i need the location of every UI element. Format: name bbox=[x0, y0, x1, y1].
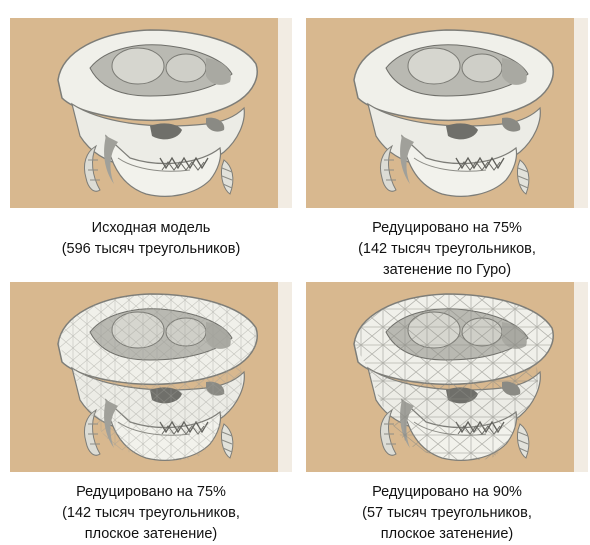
render-view bbox=[10, 18, 292, 208]
caption: Редуцировано на 75% (142 тысяч треугольн… bbox=[10, 482, 292, 545]
panel-original: Исходная модель (596 тысяч треугольников… bbox=[10, 18, 292, 260]
skull-render bbox=[10, 18, 292, 208]
caption-detail: (142 тысяч треугольников, bbox=[358, 241, 536, 257]
caption-shading: плоское затенение) bbox=[84, 526, 218, 542]
panel-reduced-90-flat: Редуцировано на 90% (57 тысяч треугольни… bbox=[306, 282, 588, 545]
render-view bbox=[306, 282, 588, 472]
caption-detail: (57 тысяч треугольников, bbox=[362, 505, 532, 521]
panel-reduced-75-gouraud: Редуцировано на 75% (142 тысяч треугольн… bbox=[306, 18, 588, 281]
render-view bbox=[10, 282, 292, 472]
caption-detail: (142 тысяч треугольников, bbox=[62, 505, 240, 521]
caption-shading: затенение по Гуро) bbox=[382, 262, 512, 278]
render-view bbox=[306, 18, 588, 208]
caption: Редуцировано на 90% (57 тысяч треугольни… bbox=[306, 482, 588, 545]
skull-render bbox=[306, 18, 588, 208]
skull-render bbox=[10, 282, 292, 472]
skull-render bbox=[306, 282, 588, 472]
caption-shading: плоское затенение) bbox=[380, 526, 514, 542]
caption-title: Редуцировано на 90% bbox=[372, 484, 522, 500]
panel-reduced-75-flat: Редуцировано на 75% (142 тысяч треугольн… bbox=[10, 282, 292, 545]
caption-title: Редуцировано на 75% bbox=[372, 220, 522, 236]
caption: Исходная модель (596 тысяч треугольников… bbox=[10, 218, 292, 260]
caption-detail: (596 тысяч треугольников) bbox=[61, 241, 241, 257]
caption-title: Редуцировано на 75% bbox=[76, 484, 226, 500]
caption: Редуцировано на 75% (142 тысяч треугольн… bbox=[306, 218, 588, 281]
caption-title: Исходная модель bbox=[91, 220, 211, 236]
